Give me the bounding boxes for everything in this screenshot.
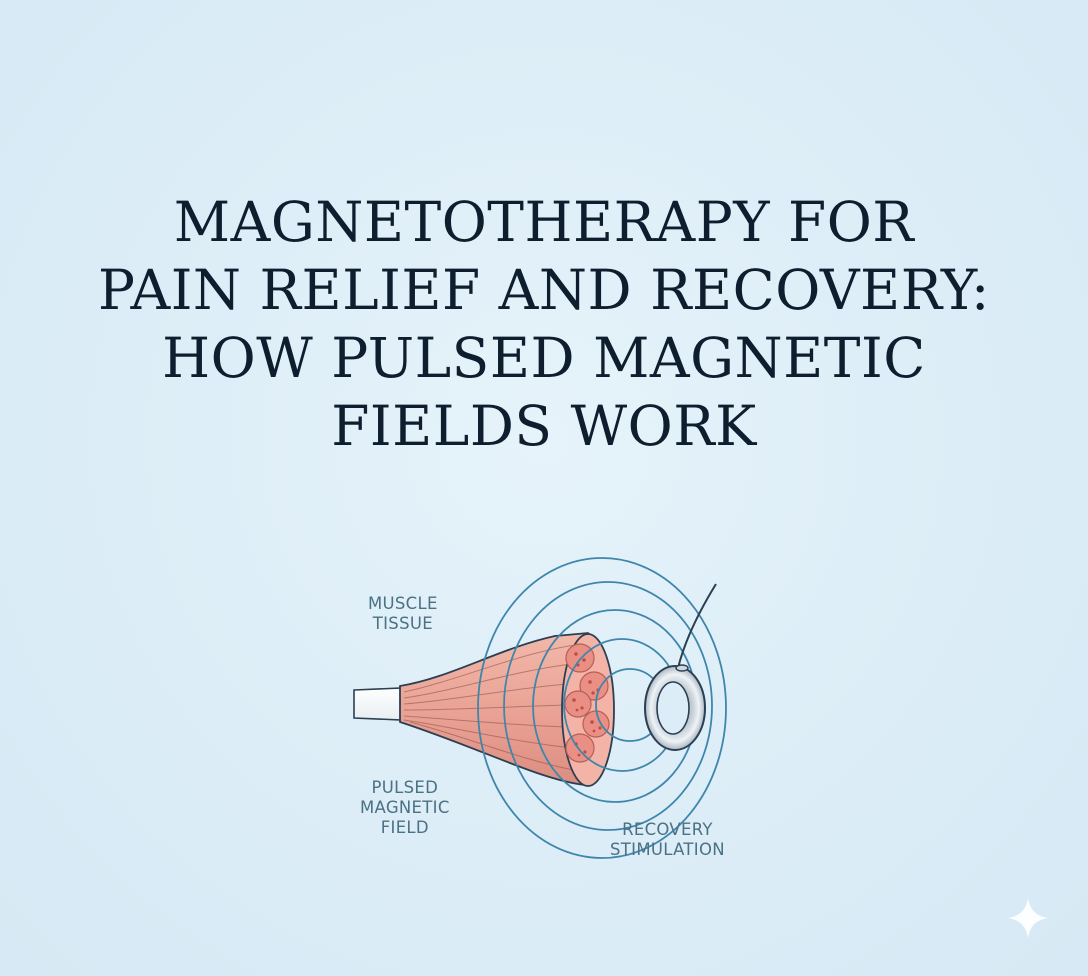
pulsed-magnetic-field-waves bbox=[477, 557, 727, 859]
title-line-3: HOW PULSED MAGNETIC bbox=[162, 326, 926, 390]
title-line-2: PAIN RELIEF AND RECOVERY: bbox=[98, 258, 990, 322]
muscle-tissue-bundle bbox=[399, 632, 615, 787]
magnetic-coil-device bbox=[644, 583, 717, 751]
diagram-illustration bbox=[353, 557, 727, 859]
tendon bbox=[353, 687, 403, 721]
sparkle-icon bbox=[1008, 898, 1048, 938]
page-title: MAGNETOTHERAPY FOR PAIN RELIEF AND RECOV… bbox=[40, 188, 1048, 460]
title-line-1: MAGNETOTHERAPY FOR bbox=[173, 190, 915, 254]
label-pulsed-magnetic-field: PULSED MAGNETIC FIELD bbox=[360, 778, 450, 837]
label-muscle-tissue: MUSCLE TISSUE bbox=[368, 594, 438, 633]
title-line-4: FIELDS WORK bbox=[331, 394, 757, 458]
magnetotherapy-diagram: MUSCLE TISSUE PULSED MAGNETIC FIELD RECO… bbox=[330, 540, 790, 880]
label-recovery-stimulation: RECOVERY STIMULATION bbox=[610, 820, 725, 859]
